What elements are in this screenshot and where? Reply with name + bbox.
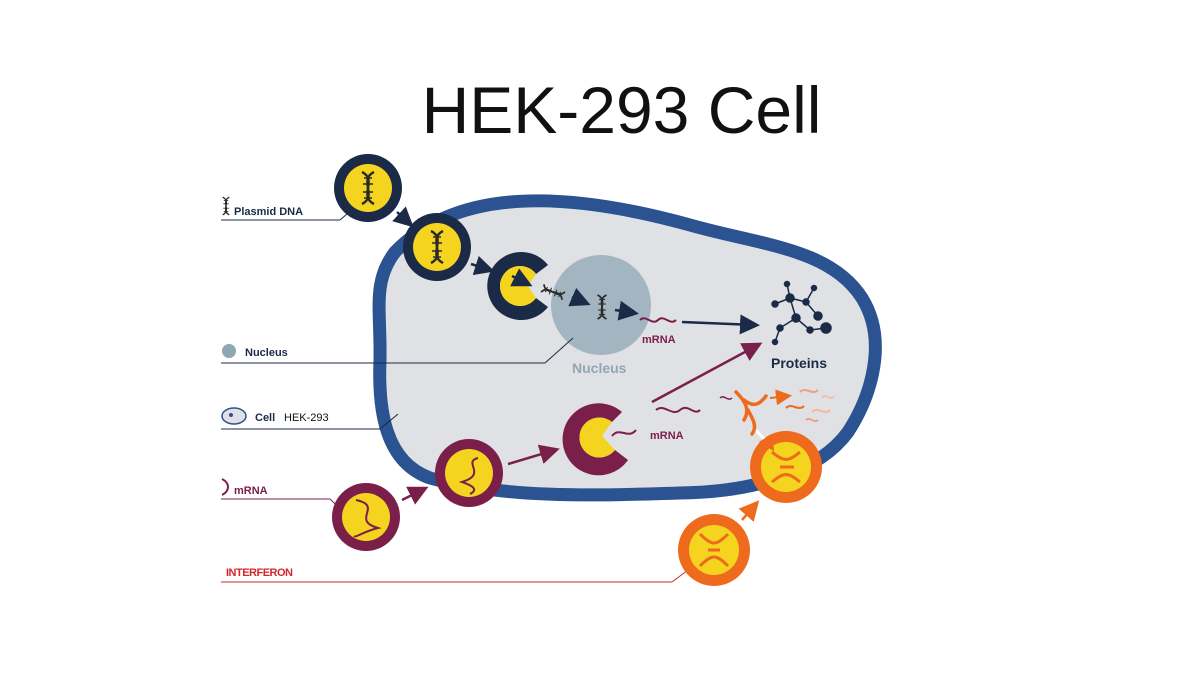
degraded-mrna-fragments [785, 389, 835, 423]
mrna-vesicle-2 [435, 439, 503, 507]
mrna-label-lower: mRNA [650, 430, 684, 442]
mrna-endosome-open [562, 403, 628, 476]
protein-network-icon [771, 280, 832, 346]
plasmid-vesicle-1 [334, 154, 402, 222]
legend-interferon-label: INTERFERON [226, 567, 293, 579]
interferon-vesicle-outer [678, 514, 750, 586]
legend-cell-label: Cell [255, 412, 275, 424]
mrna-strand-icon [353, 499, 382, 538]
legend-plasmid-dna: Plasmid DNA [221, 195, 369, 221]
mrna-label-upper: mRNA [642, 334, 676, 346]
nucleus-dot-icon [222, 344, 236, 358]
proteins-label: Proteins [771, 355, 827, 371]
legend-cell-type: HEK-293 [284, 412, 329, 424]
legend-mrna-label: mRNA [234, 485, 268, 497]
mrna-strand-icon [611, 429, 637, 437]
mrna-strand-icon [655, 406, 701, 413]
mrna-strand-icon [458, 457, 479, 495]
plasmid-vesicle-2 [403, 213, 471, 281]
page-title: HEK-293 Cell [421, 73, 822, 147]
legend-plasmid-dna-label: Plasmid DNA [234, 206, 303, 218]
interferon-factor-icon [719, 390, 768, 436]
legend-nucleus-label: Nucleus [245, 347, 288, 359]
mrna-strand-icon [221, 478, 229, 496]
mrna-vesicle-1 [332, 483, 400, 551]
nucleus-label: Nucleus [572, 360, 627, 376]
plasmid-endosome-open [487, 252, 548, 320]
mrna-strand-icon [639, 317, 677, 323]
legend-cell: Cell HEK-293 [221, 407, 399, 430]
legend-interferon: INTERFERON [221, 557, 705, 583]
dna-helix-icon [222, 196, 230, 216]
legend-nucleus: Nucleus [221, 337, 574, 364]
cell-icon [221, 407, 247, 425]
